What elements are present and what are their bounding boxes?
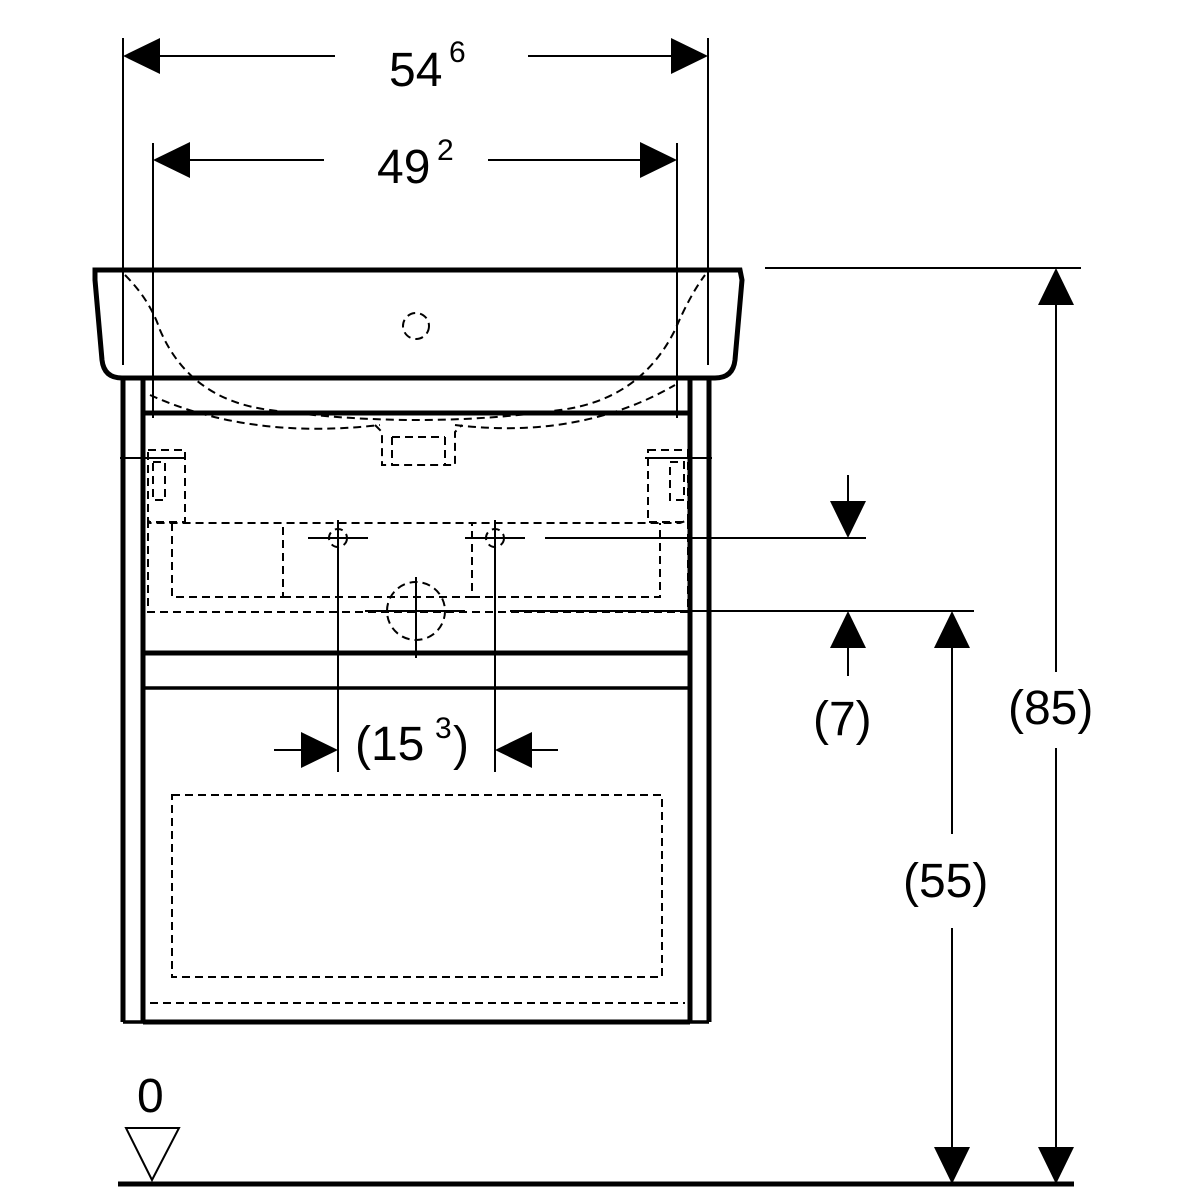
total-height-dimension: (85) [765, 267, 1093, 1184]
connection-spacing-decimal: 3 [435, 712, 452, 745]
level-triangle-icon [124, 1127, 181, 1183]
inner-width-dimension: 49 2 [152, 134, 678, 418]
inner-drawer-outline [147, 516, 689, 613]
washbasin [92, 267, 745, 466]
total-height-value: (85) [1008, 682, 1093, 735]
drawer-handle-recess [171, 794, 663, 978]
right-wall-bracket [647, 449, 689, 523]
bowl-outline [124, 274, 706, 421]
drain-outlet [374, 424, 463, 466]
offset-height-value: (7) [813, 693, 872, 746]
connection-spacing-value: (15 [355, 718, 424, 771]
drain-height-value: (55) [903, 855, 988, 908]
drain-height-dimension: (55) [903, 611, 988, 1184]
overall-width-dimension: 54 6 [122, 36, 709, 365]
inner-width-value: 49 [377, 141, 430, 194]
overflow-hole [402, 312, 430, 340]
floor-level-marker: 0 [118, 1070, 1074, 1187]
left-wall-bracket [147, 449, 186, 523]
vanity-cabinet [120, 378, 712, 1025]
inner-width-decimal: 2 [437, 134, 454, 167]
overall-width-decimal: 6 [449, 36, 466, 69]
offset-height-dimension: (7) [510, 475, 974, 746]
connection-spacing-dimension: (15 3 ) [274, 520, 558, 772]
connection-spacing-close: ) [453, 718, 469, 771]
overall-width-value: 54 [389, 44, 442, 97]
floor-level-value: 0 [137, 1070, 164, 1123]
